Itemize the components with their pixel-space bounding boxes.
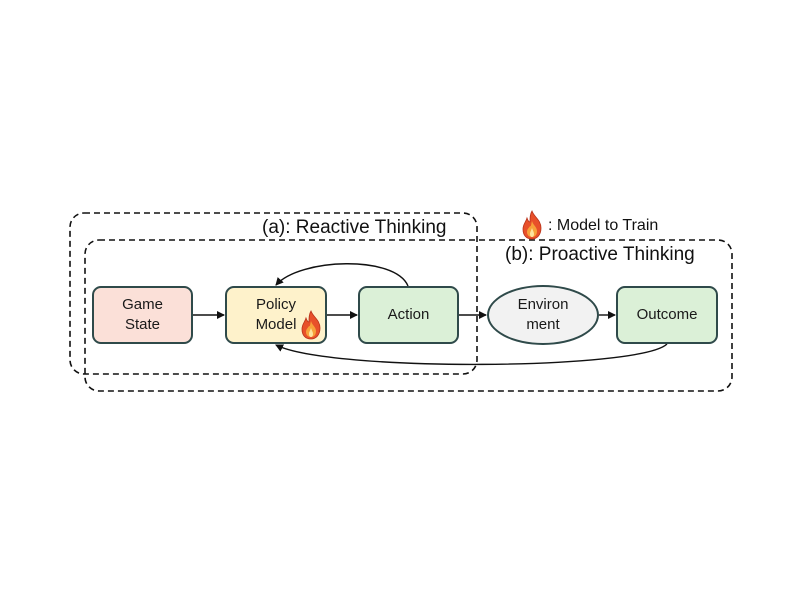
game-state-line1: Game — [122, 296, 163, 313]
outcome-label: Outcome — [636, 306, 698, 323]
arrow-outcome-to-policy-feedback — [275, 343, 668, 366]
policy-model-line2: Model — [255, 316, 297, 333]
game-state-node: Game State — [92, 286, 193, 344]
proactive-thinking-label: (b): Proactive Thinking — [503, 244, 697, 266]
arrow-action-to-policy-feedback — [275, 263, 409, 287]
environment-line2: ment — [526, 316, 560, 333]
action-node: Action — [358, 286, 459, 344]
policy-model-line1: Policy — [255, 296, 296, 313]
proactive-group-box — [84, 239, 733, 392]
outcome-node: Outcome — [616, 286, 718, 344]
environment-line1: Environ — [517, 296, 569, 313]
reactive-group-box — [69, 212, 478, 375]
reactive-thinking-label: (a): Reactive Thinking — [260, 217, 449, 239]
legend-model-to-train-label: : Model to Train — [548, 217, 659, 234]
fire-icon — [522, 210, 542, 240]
environment-node: Environ ment — [487, 285, 599, 345]
action-label: Action — [387, 306, 430, 323]
fire-icon — [301, 310, 321, 340]
game-state-line2: State — [124, 316, 161, 333]
